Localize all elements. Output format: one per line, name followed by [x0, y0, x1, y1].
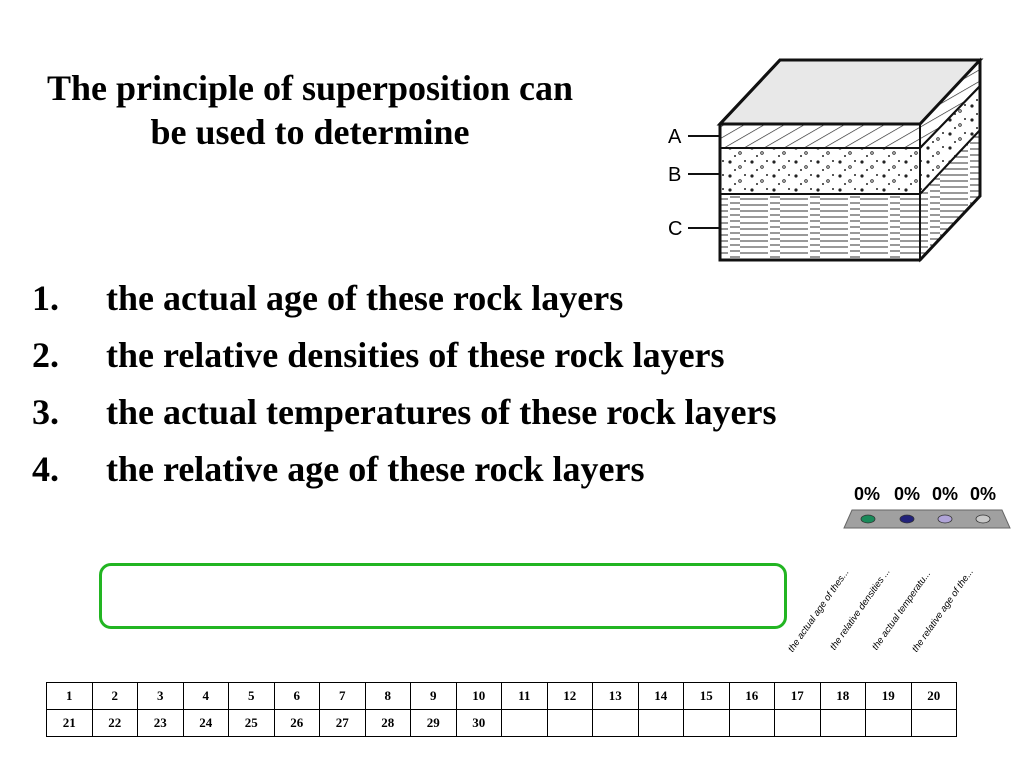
- grid-cell: 14: [637, 682, 684, 710]
- grid-cell: 12: [546, 682, 593, 710]
- grid-cell: 3: [137, 682, 184, 710]
- grid-cell: 25: [228, 709, 275, 737]
- grid-cell: 16: [728, 682, 775, 710]
- grid-cell: 24: [182, 709, 229, 737]
- grid-cell: [865, 709, 912, 737]
- poll-dot-4: [975, 514, 991, 524]
- grid-cell: 18: [819, 682, 866, 710]
- option-text: the relative age of these rock layers: [106, 449, 645, 489]
- grid-cell: 17: [774, 682, 821, 710]
- grid-cell: 2: [91, 682, 138, 710]
- grid-cell: 11: [501, 682, 548, 710]
- layer-label-b: B: [668, 164, 681, 186]
- grid-cell: 28: [364, 709, 411, 737]
- question-title: The principle of superposition can be us…: [46, 68, 574, 152]
- grid-cell: [592, 709, 639, 737]
- grid-cell: 4: [182, 682, 229, 710]
- poll-percent-2: 0%: [894, 484, 921, 504]
- grid-cell: [501, 709, 548, 737]
- answer-options: 1. the actual age of these rock layers 2…: [32, 276, 792, 504]
- option-number: 2.: [32, 335, 59, 375]
- grid-cell: [819, 709, 866, 737]
- option-text: the relative densities of these rock lay…: [106, 335, 725, 375]
- grid-cell: 26: [273, 709, 320, 737]
- grid-cell: 22: [91, 709, 138, 737]
- grid-cell: [637, 709, 684, 737]
- grid-cell: 21: [46, 709, 93, 737]
- option-number: 1.: [32, 278, 59, 318]
- layer-label-a: A: [668, 126, 682, 148]
- grid-cell: 30: [455, 709, 502, 737]
- option-number: 3.: [32, 392, 59, 432]
- poll-base-bar: [843, 509, 1011, 529]
- grid-cell: 23: [137, 709, 184, 737]
- correct-answer-highlight: [99, 563, 787, 629]
- answer-option-3[interactable]: 3. the actual temperatures of these rock…: [32, 390, 792, 434]
- rock-layers-diagram: A B C: [668, 57, 984, 263]
- answer-option-1[interactable]: 1. the actual age of these rock layers: [32, 276, 792, 320]
- grid-cell: [683, 709, 730, 737]
- grid-cell: [728, 709, 775, 737]
- grid-cell: 15: [683, 682, 730, 710]
- answer-option-4[interactable]: 4. the relative age of these rock layers: [32, 447, 792, 491]
- grid-cell: 19: [865, 682, 912, 710]
- poll-percent-3: 0%: [932, 484, 959, 504]
- grid-cell: 27: [319, 709, 366, 737]
- grid-cell: [546, 709, 593, 737]
- poll-results-chart: 0% 0% 0% 0% the actual age of thes... th…: [780, 478, 1020, 658]
- layer-label-c: C: [668, 218, 682, 240]
- poll-dot-3: [937, 514, 953, 524]
- answer-option-2[interactable]: 2. the relative densities of these rock …: [32, 333, 792, 377]
- option-number: 4.: [32, 449, 59, 489]
- grid-cell: 9: [410, 682, 457, 710]
- grid-cell: 8: [364, 682, 411, 710]
- poll-dot-1: [860, 514, 876, 524]
- option-text: the actual temperatures of these rock la…: [106, 392, 777, 432]
- grid-cell: 13: [592, 682, 639, 710]
- grid-cell: 10: [455, 682, 502, 710]
- grid-cell: [910, 709, 957, 737]
- grid-cell: 5: [228, 682, 275, 710]
- poll-percent-1: 0%: [854, 484, 881, 504]
- grid-cell: 1: [46, 682, 93, 710]
- poll-percent-4: 0%: [970, 484, 997, 504]
- grid-cell: [774, 709, 821, 737]
- grid-cell: 29: [410, 709, 457, 737]
- grid-cell: 7: [319, 682, 366, 710]
- grid-cell: 20: [910, 682, 957, 710]
- grid-cell: 6: [273, 682, 320, 710]
- poll-dot-2: [899, 514, 915, 524]
- option-text: the actual age of these rock layers: [106, 278, 624, 318]
